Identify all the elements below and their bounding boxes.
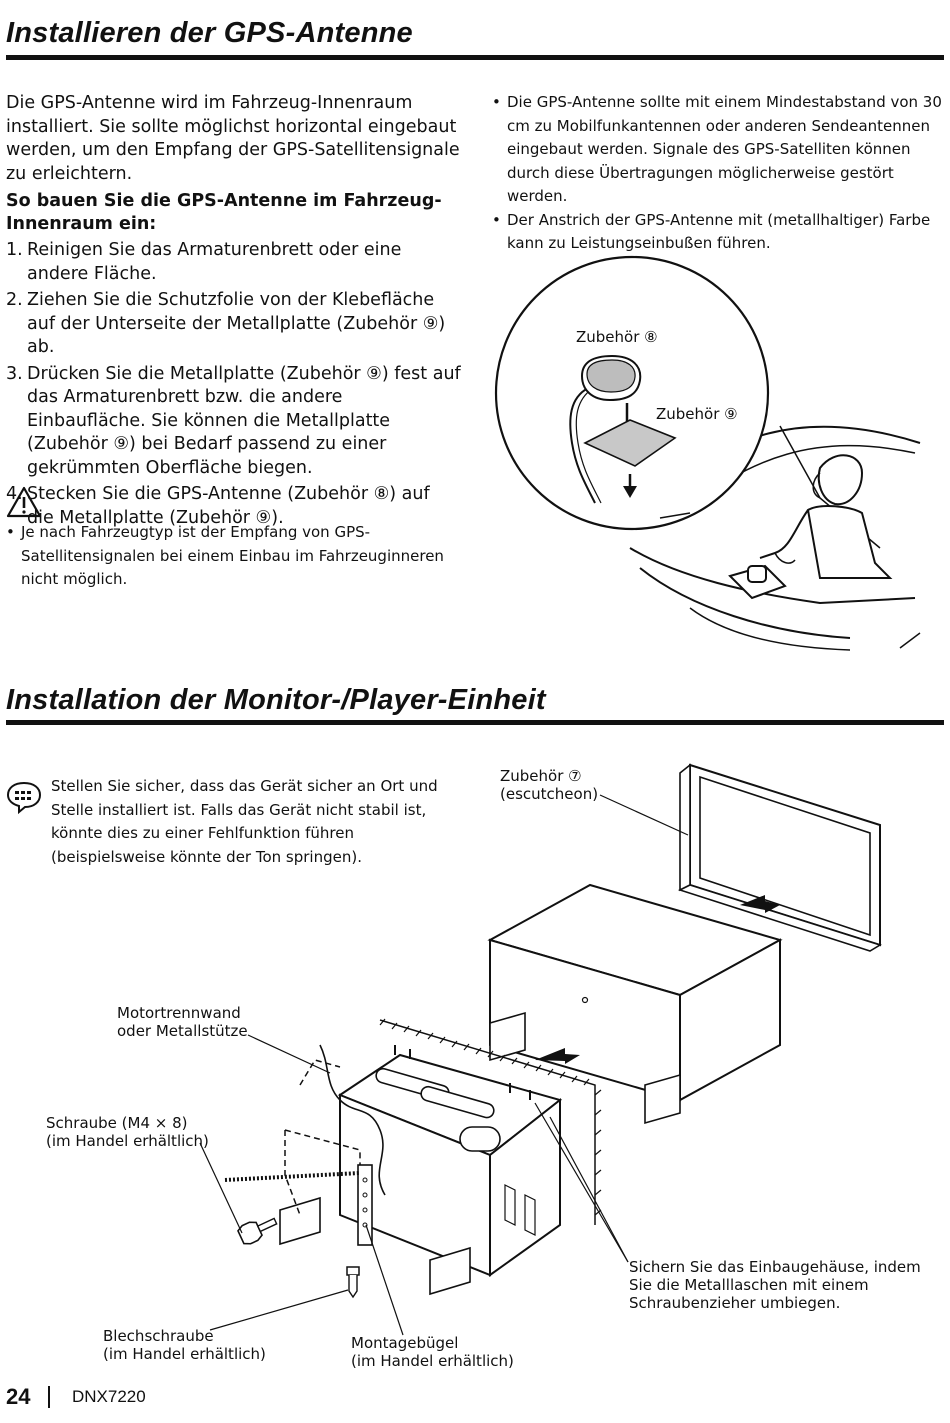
model-name: DNX7220 [71, 1387, 146, 1406]
label-screw-1: Schraube (M4 × 8) [46, 1114, 188, 1132]
list-item: 2.Ziehen Sie die Schutzfolie von der Kle… [6, 289, 461, 360]
section2-title: Installation der Monitor-/Player-Einheit [6, 684, 546, 716]
gps-install-illustration [494, 255, 921, 651]
note-text: Der Anstrich der GPS-Antenne mit (metall… [507, 210, 931, 253]
monitor-install-note: Stellen Sie sicher, dass das Gerät siche… [51, 777, 438, 866]
gps-notes-list: •Die GPS-Antenne sollte mit einem Mindes… [492, 91, 944, 256]
label-accessory-9: Zubehör ⑨ [656, 405, 738, 423]
warning-triangle-icon [6, 486, 42, 518]
label-escutcheon-1: Zubehör ⑦ [500, 767, 582, 785]
label-strap-2: (im Handel erhältlich) [351, 1352, 514, 1370]
note-speech-icon [6, 781, 42, 815]
label-escutcheon-2: (escutcheon) [500, 785, 599, 803]
footer-divider [48, 1386, 50, 1408]
section1-title: Installieren der GPS-Antenne [6, 17, 413, 49]
step-number: 2. [6, 290, 23, 310]
warning-text: Je nach Fahrzeugtyp ist der Empfang von … [21, 523, 444, 588]
section1-rule [6, 55, 944, 60]
section2-rule [6, 720, 944, 725]
step-text: Reinigen Sie das Armaturenbrett oder ein… [27, 240, 402, 284]
step-text: Ziehen Sie die Schutzfolie von der Klebe… [27, 290, 446, 357]
list-item: 3.Drücken Sie die Metallplatte (Zubehör … [6, 363, 461, 481]
list-item: •Der Anstrich der GPS-Antenne mit (metal… [492, 210, 931, 253]
label-strap-1: Montagebügel [351, 1334, 459, 1352]
label-secure-1: Sichern Sie das Einbaugehäuse, indem [629, 1258, 921, 1276]
list-item: •Die GPS-Antenne sollte mit einem Mindes… [492, 93, 942, 205]
gps-intro: Die GPS-Antenne wird im Fahrzeug-Innenra… [6, 93, 460, 184]
label-secure-3: Schraubenzieher umbiegen. [629, 1294, 841, 1312]
list-item: •Je nach Fahrzeugtyp ist der Empfang von… [6, 523, 444, 588]
page-number: 24 [6, 1384, 31, 1409]
label-secure-2: Sie die Metalllaschen mit einem [629, 1276, 869, 1294]
step-text: Stecken Sie die GPS-Antenne (Zubehör ⑧) … [27, 484, 430, 528]
label-firewall-1: Motortrennwand [117, 1004, 241, 1022]
label-firewall-2: oder Metallstütze [117, 1022, 248, 1040]
list-item: 4.Stecken Sie die GPS-Antenne (Zubehör ⑧… [6, 483, 461, 530]
gps-subheading: So bauen Sie die GPS-Antenne im Fahrzeug… [6, 191, 442, 234]
step-text: Drücken Sie die Metallplatte (Zubehör ⑨)… [27, 363, 461, 478]
label-screw-2: (im Handel erhältlich) [46, 1132, 209, 1150]
gps-warning-list: •Je nach Fahrzeugtyp ist der Empfang von… [6, 521, 446, 592]
list-item: 1.Reinigen Sie das Armaturenbrett oder e… [6, 239, 461, 286]
label-accessory-8: Zubehör ⑧ [576, 328, 658, 346]
gps-steps-list: 1.Reinigen Sie das Armaturenbrett oder e… [6, 239, 461, 533]
step-number: 3. [6, 363, 23, 384]
page-footer: 24 DNX7220 [6, 1384, 146, 1410]
monitor-install-illustration [199, 763, 882, 1336]
step-number: 1. [6, 240, 23, 260]
label-tapping-screw-1: Blechschraube [103, 1327, 214, 1345]
label-tapping-screw-2: (im Handel erhältlich) [103, 1345, 266, 1363]
note-text: Die GPS-Antenne sollte mit einem Mindest… [507, 93, 942, 205]
